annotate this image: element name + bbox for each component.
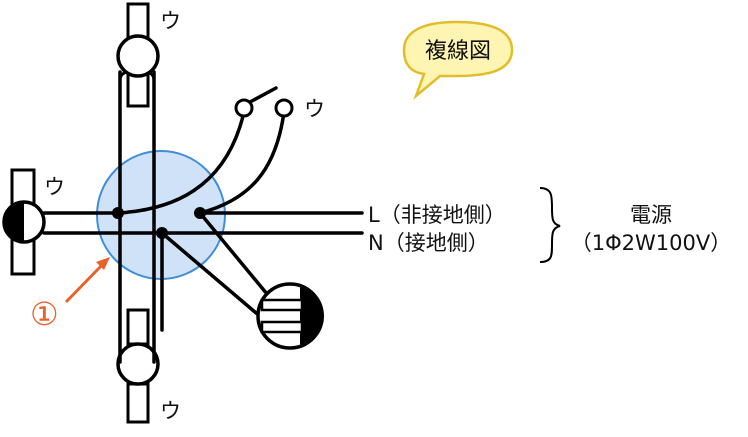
brace: [539, 187, 561, 263]
title-bubble-text: 複線図: [425, 39, 491, 64]
junction-dot: [194, 207, 206, 219]
left-lamp: ウ: [2, 168, 65, 276]
top-lamp-label: ウ: [160, 9, 181, 33]
line-N-label: N（接地側）: [368, 231, 489, 255]
switch: ウ: [234, 86, 325, 121]
marker-number: ①: [30, 295, 59, 333]
outlet: [256, 282, 325, 350]
junction-dot: [112, 207, 124, 219]
power-spec: （1Φ2W100V）: [571, 231, 731, 255]
title-bubble: 複線図: [402, 20, 514, 100]
switch-label: ウ: [304, 97, 325, 121]
bottom-lamp-label: ウ: [160, 399, 181, 423]
junction-dot: [156, 227, 168, 239]
line-L-label: L（非接地側）: [368, 203, 506, 227]
bottom-lamp: ウ: [116, 308, 181, 424]
left-lamp-label: ウ: [44, 175, 65, 199]
marker-arrow: ①: [30, 257, 110, 333]
power-label: 電源: [630, 203, 672, 227]
top-lamp: ウ: [116, 2, 181, 108]
